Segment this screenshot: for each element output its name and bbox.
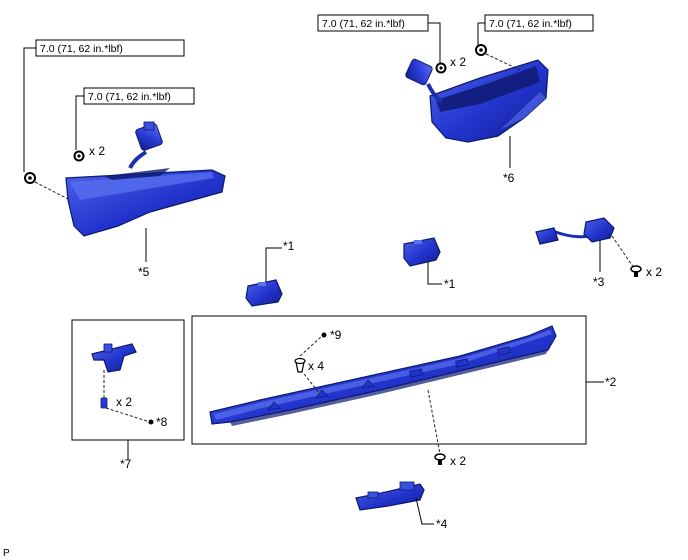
callout-8: *8 — [156, 415, 168, 429]
fastener-dot-icon — [321, 332, 327, 338]
qty-right-bolt: x 2 — [450, 55, 466, 69]
corner-mark: P — [3, 548, 10, 559]
torque-label-right-left: 7.0 (71, 62 in.*lbf) — [317, 14, 429, 32]
callout-7: *7 — [120, 457, 132, 471]
clip-icon — [100, 397, 108, 409]
bracket-4 — [355, 481, 425, 511]
assembly-dashline — [611, 235, 635, 269]
bolt-icon — [435, 62, 447, 74]
right-lamp-assembly — [405, 58, 549, 143]
callout-5: *5 — [138, 265, 150, 279]
torque-text: 7.0 (71, 62 in.*lbf) — [489, 18, 572, 30]
torque-text: 7.0 (71, 62 in.*lbf) — [88, 91, 171, 103]
torque-text: 7.0 (71, 62 in.*lbf) — [322, 18, 405, 30]
bolt-icon — [73, 150, 85, 162]
assembly-dashline — [303, 373, 321, 395]
torque-label-right-right: 7.0 (71, 62 in.*lbf) — [484, 14, 594, 32]
callout-9: *9 — [330, 328, 342, 342]
callout-leader — [265, 247, 282, 282]
callout-1b: *1 — [444, 277, 456, 291]
torque-leader — [477, 22, 485, 46]
bracket-part — [91, 343, 137, 373]
callout-leader — [427, 262, 442, 285]
assembly-dashline — [299, 335, 323, 357]
torque-label-left-inner: 7.0 (71, 62 in.*lbf) — [83, 87, 195, 105]
callout-leader — [415, 497, 434, 525]
qty-left-bolt: x 2 — [89, 144, 105, 158]
callout-3: *3 — [593, 275, 605, 289]
callout-6: *6 — [503, 171, 515, 185]
fastener-dot-icon — [148, 419, 154, 425]
callout-4: *4 — [436, 517, 448, 531]
torque-leader — [75, 95, 84, 150]
screw-icon — [434, 453, 446, 465]
assembly-dashline — [34, 181, 71, 201]
qty-clip-8: x 2 — [116, 395, 132, 409]
assembly-dashline — [105, 407, 151, 423]
qty-screw-2: x 2 — [450, 454, 466, 468]
bolt-icon — [475, 44, 487, 56]
callout-1a: *1 — [283, 239, 295, 253]
qty-clip-9: x 4 — [308, 359, 324, 373]
garnish-strip — [209, 325, 557, 426]
left-lamp-assembly — [65, 121, 226, 237]
torque-text: 7.0 (71, 62 in.*lbf) — [40, 43, 123, 55]
screw-icon — [630, 265, 642, 277]
callout-2: *2 — [605, 375, 617, 389]
harness-assembly — [535, 217, 615, 245]
module-left — [245, 279, 283, 307]
assembly-dashline — [485, 53, 521, 71]
torque-leader — [23, 47, 36, 172]
assembly-dashline — [427, 389, 441, 455]
detail-box-2 — [191, 315, 587, 445]
qty-screw-3: x 2 — [646, 265, 662, 279]
clip-icon — [294, 357, 306, 373]
torque-leader — [428, 22, 441, 64]
bolt-icon — [24, 172, 36, 184]
torque-label-left-outer: 7.0 (71, 62 in.*lbf) — [35, 39, 185, 57]
module-right — [403, 237, 441, 267]
